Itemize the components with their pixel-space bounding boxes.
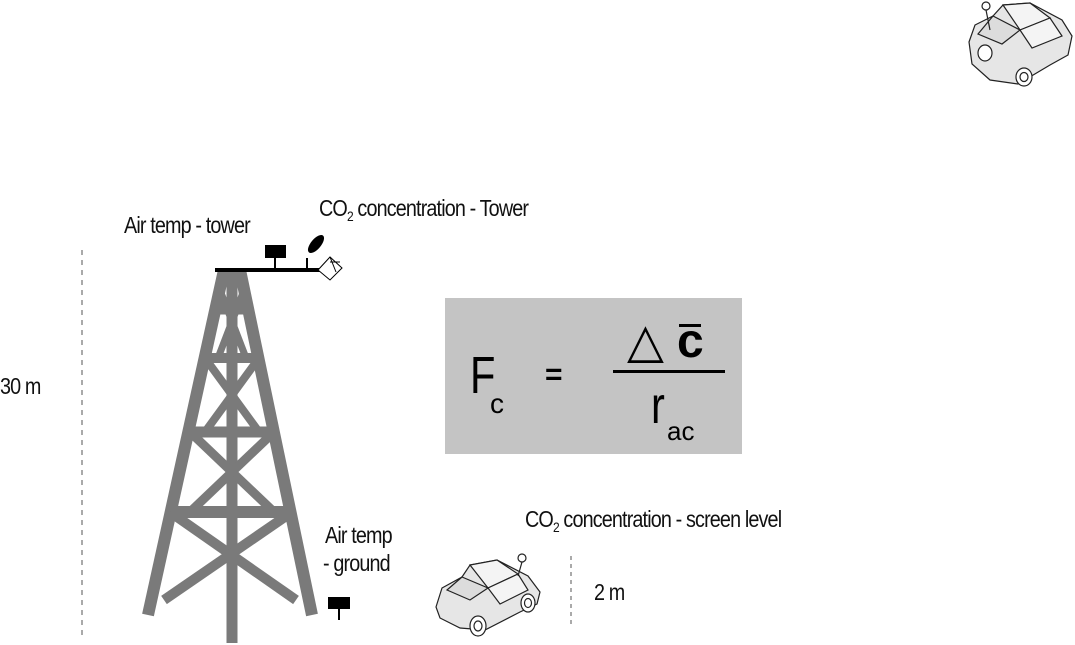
equation-denominator: r: [651, 377, 665, 435]
air-temp-ground-label-line1: Air temp: [325, 522, 393, 548]
equation-fraction-bar: [613, 370, 725, 373]
co2-tower-label-prefix: CO: [319, 195, 348, 221]
co2-tower-analyzer: [307, 234, 325, 254]
co2-screen-label-prefix: CO: [525, 506, 554, 532]
air-temp-tower-sensor: [265, 245, 286, 258]
car-screen-level-icon: [435, 553, 541, 637]
equation-delta-symbol: △: [627, 315, 664, 368]
equation-mean-bar: [679, 324, 701, 327]
co2-screen-label-suffix: concentration - screen level: [558, 506, 782, 532]
tower-instrument-boom: [215, 234, 343, 281]
air-temp-tower-label: Air temp - tower: [124, 212, 251, 238]
height-30m-label: 30 m: [0, 373, 41, 399]
equation-equals: =: [545, 358, 563, 391]
air-temp-ground-label-line2: - ground: [323, 550, 391, 576]
co2-tower-label-subscript: 2: [346, 208, 354, 224]
anemometer-icon: [317, 256, 343, 281]
tower: [142, 268, 318, 643]
co2-screen-label-subscript: 2: [552, 519, 560, 535]
co2-tower-label-suffix: concentration - Tower: [352, 195, 529, 221]
co2-screen-label: CO2 concentration - screen level: [525, 506, 782, 535]
equation-lhs-subscript: c: [490, 388, 504, 419]
equation-lhs: F: [470, 347, 496, 405]
air-temp-ground-sensor: [328, 597, 350, 620]
equation-box: F c = △ c r ac: [445, 298, 742, 454]
equation-denominator-subscript: ac: [667, 416, 695, 446]
co2-tower-label: CO2 concentration - Tower: [319, 195, 529, 224]
car-top-right-icon: [968, 1, 1073, 87]
height-2m-label: 2 m: [594, 579, 625, 605]
